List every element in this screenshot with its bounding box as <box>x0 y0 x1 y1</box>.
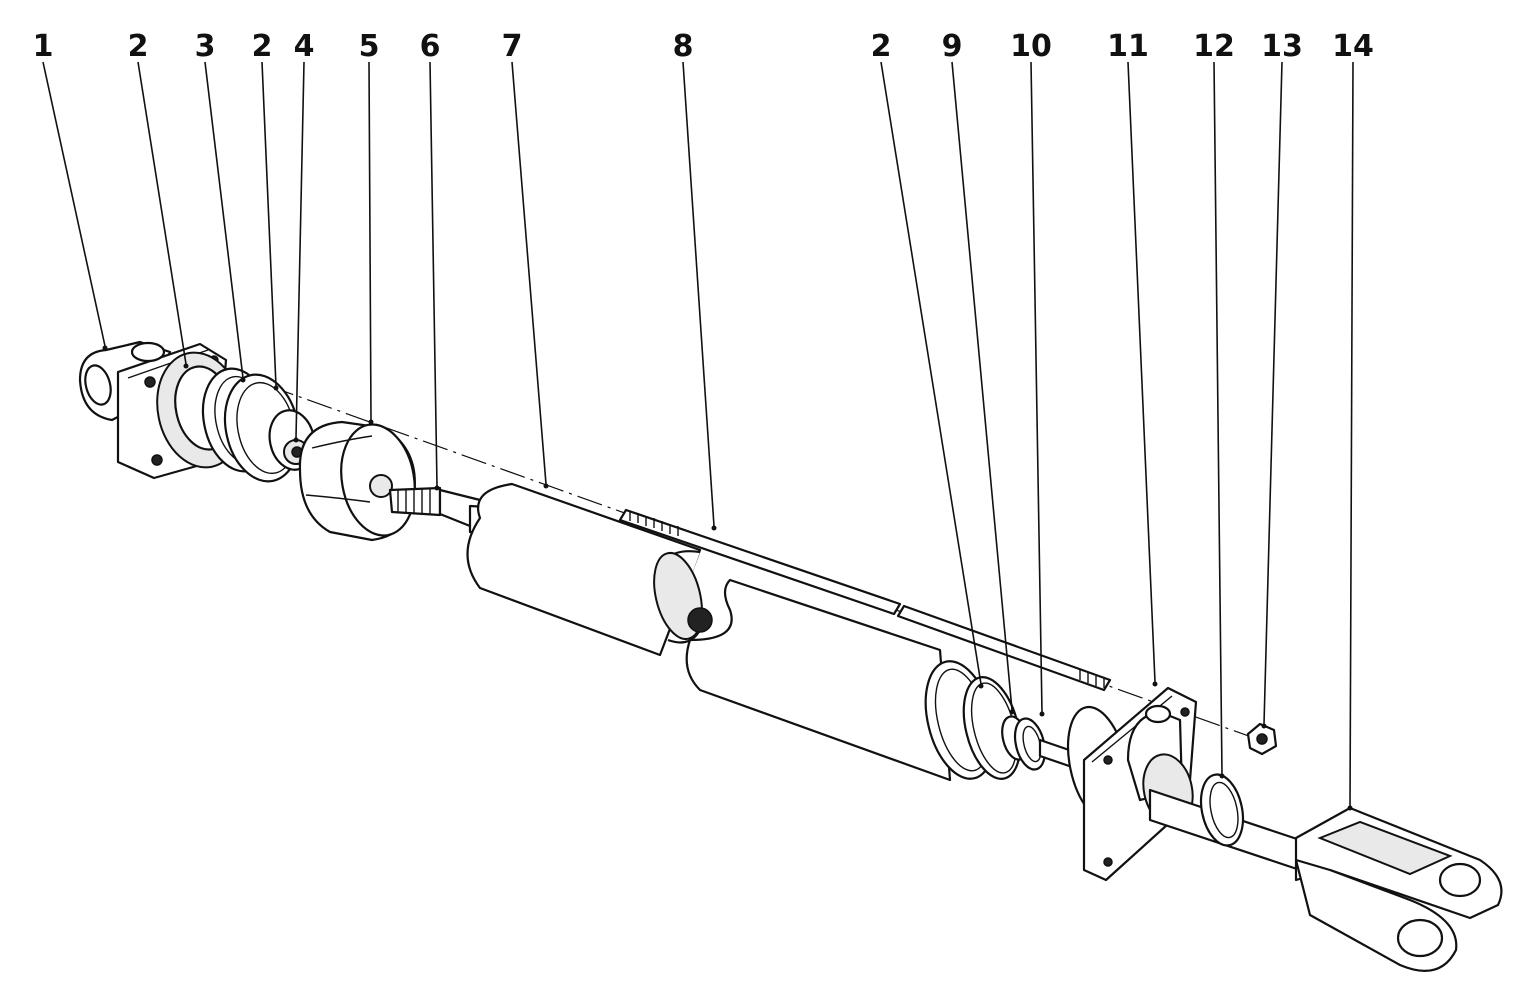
callout-2: 2 <box>128 29 149 64</box>
callout-1: 1 <box>33 29 54 64</box>
callout-12: 12 <box>1193 29 1235 64</box>
callout-14: 14 <box>1332 29 1374 64</box>
callout-9: 9 <box>942 29 963 64</box>
callout-8: 8 <box>673 29 694 64</box>
callout-3: 3 <box>195 29 216 64</box>
callout-4: 4 <box>294 29 315 64</box>
rod-clevis <box>1294 806 1503 972</box>
front-end-cap <box>1066 686 1198 882</box>
tie-rod-nut <box>1246 722 1278 756</box>
callout-7: 7 <box>502 29 523 64</box>
callout-10: 10 <box>1010 29 1052 64</box>
tie-rod <box>618 508 1112 692</box>
callout-2: 2 <box>252 29 273 64</box>
rod-seals <box>1001 715 1077 771</box>
callout-13: 13 <box>1261 29 1303 64</box>
callout-5: 5 <box>359 29 380 64</box>
callout-11: 11 <box>1107 29 1149 64</box>
cylinder-barrel <box>466 482 996 782</box>
callout-numbers: 1 2 3 2 4 5 6 7 8 2 9 10 11 12 13 14 <box>33 29 1374 64</box>
piston-body <box>298 420 416 542</box>
callout-6: 6 <box>420 29 441 64</box>
leader-lines <box>42 61 1354 811</box>
callout-2: 2 <box>871 29 892 64</box>
